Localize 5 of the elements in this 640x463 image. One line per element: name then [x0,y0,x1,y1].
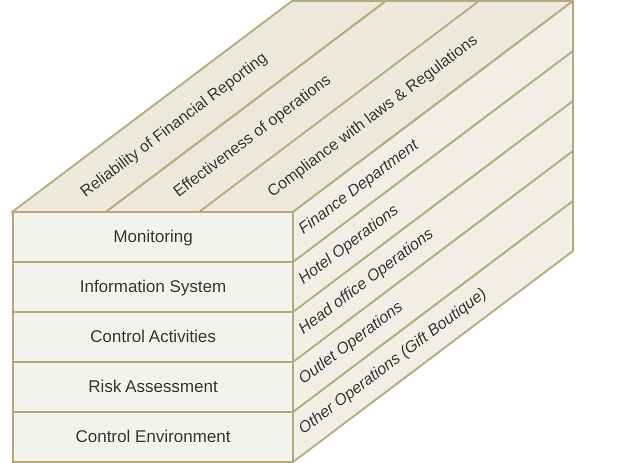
component-row: Monitoring [12,211,294,263]
component-row: Information System [12,261,294,313]
component-row: Control Activities [12,311,294,363]
component-row: Control Environment [12,411,294,463]
component-row: Risk Assessment [12,361,294,413]
